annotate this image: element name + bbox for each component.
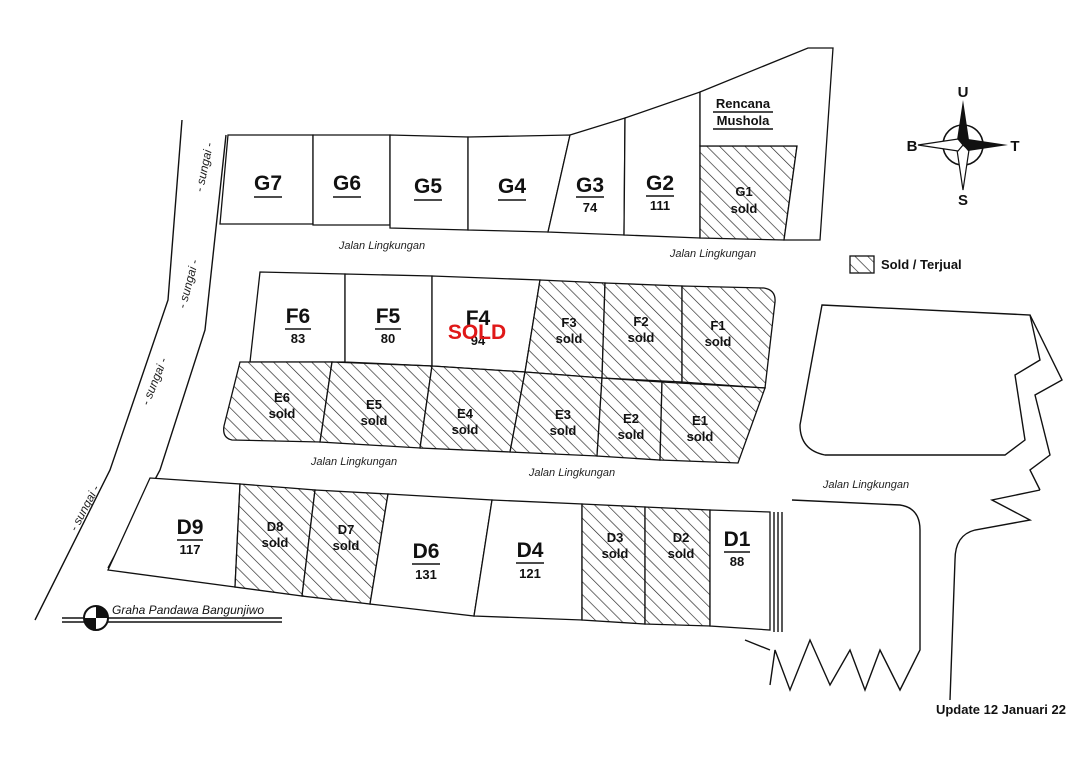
plot-label-F2: F2 — [633, 314, 648, 329]
plot-G2[interactable] — [623, 91, 701, 239]
compass-east: T — [1010, 138, 1019, 155]
mosque-plan-area — [699, 47, 834, 241]
plot-label-E2: E2 — [623, 411, 639, 426]
plot-status-E5: sold — [361, 413, 388, 428]
update-date: Update 12 Januari 22 — [936, 702, 1066, 717]
block-fe — [223, 271, 776, 464]
river-label: - sungai - — [175, 258, 201, 310]
river-label: - sungai - — [192, 141, 216, 193]
plot-E6[interactable] — [223, 361, 333, 443]
plot-size-G3: 74 — [583, 200, 598, 215]
plot-status-D3: sold — [602, 546, 629, 561]
road-label: Jalan Lingkungan — [669, 248, 756, 260]
plot-status-E4: sold — [452, 422, 479, 437]
plot-label-F5: F5 — [376, 305, 401, 328]
plot-label-D1: D1 — [724, 528, 751, 551]
plot-label-G7: G7 — [254, 172, 282, 195]
plot-label-E3: E3 — [555, 407, 571, 422]
plot-status-D8: sold — [262, 535, 289, 550]
plot-status-E2: sold — [618, 427, 645, 442]
compass-north: U — [958, 84, 969, 101]
plot-label-G6: G6 — [333, 172, 361, 195]
legend-label: Sold / Terjual — [881, 257, 962, 272]
plot-status-E3: sold — [550, 423, 577, 438]
plot-status-F1: sold — [705, 334, 732, 349]
river-label: - sungai - — [138, 356, 170, 408]
plot-size-D9: 117 — [180, 542, 201, 557]
plot-D9[interactable] — [107, 477, 241, 588]
plot-label-E1: E1 — [692, 413, 708, 428]
plot-status-F2: sold — [628, 330, 655, 345]
plot-size-D4: 121 — [519, 566, 541, 581]
block-g — [219, 47, 834, 241]
plot-D2[interactable] — [644, 506, 711, 627]
right-zigzag-top — [1029, 314, 1063, 491]
plot-label-F4: F4 — [466, 307, 491, 330]
plot-size-G2: 111 — [650, 198, 670, 213]
site-logo-icon — [62, 605, 282, 631]
plot-status-G1: sold — [731, 201, 758, 216]
plot-label-G4: G4 — [498, 175, 526, 198]
road-label: Jalan Lingkungan — [338, 240, 425, 252]
plot-size-F5: 80 — [381, 331, 395, 346]
river-bank-left — [34, 119, 183, 621]
road-label: Jalan Lingkungan — [528, 467, 615, 479]
plot-label-F6: F6 — [286, 305, 311, 328]
plot-label-D7: D7 — [338, 522, 355, 537]
plot-D1[interactable] — [709, 509, 771, 631]
plot-label-D6: D6 — [413, 540, 440, 563]
right-road-block — [799, 304, 1041, 456]
road-label: Jalan Lingkungan — [822, 479, 909, 491]
plot-label-F1: F1 — [710, 318, 725, 333]
plot-label-E4: E4 — [457, 406, 474, 421]
compass-south: S — [958, 192, 968, 209]
plot-F1[interactable] — [681, 285, 776, 389]
plot-label-G5: G5 — [414, 175, 442, 198]
plot-label-G2: G2 — [646, 172, 674, 195]
plot-size-F6: 83 — [291, 331, 305, 346]
plot-size-F4: 94 — [471, 333, 486, 348]
compass-west: B — [907, 138, 918, 155]
compass-icon: U S B T — [907, 84, 1020, 209]
plot-E1[interactable] — [659, 381, 766, 464]
plot-label-D2: D2 — [673, 530, 690, 545]
plot-status-D7: sold — [333, 538, 360, 553]
plot-status-E6: sold — [269, 406, 296, 421]
plot-label-D9: D9 — [177, 516, 204, 539]
legend-swatch — [849, 255, 875, 274]
plot-label-F3: F3 — [561, 315, 576, 330]
plot-label-D4: D4 — [517, 539, 544, 562]
plot-D3[interactable] — [581, 503, 646, 625]
block-d — [107, 477, 783, 632]
plot-label-G3: G3 — [576, 174, 604, 197]
plot-label-E6: E6 — [274, 390, 290, 405]
plot-label-E5: E5 — [366, 397, 382, 412]
lower-right-zigzag — [949, 489, 1041, 701]
plot-label-G1: G1 — [735, 184, 752, 199]
plot-status-D2: sold — [668, 546, 695, 561]
plot-size-D1: 88 — [730, 554, 744, 569]
plot-status-F3: sold — [556, 331, 583, 346]
plot-size-D6: 131 — [415, 567, 437, 582]
lower-right-block — [769, 499, 921, 692]
road-label: Jalan Lingkungan — [310, 456, 397, 468]
plot-label-D3: D3 — [607, 530, 624, 545]
mosque-plan-line2: Mushola — [717, 113, 770, 128]
plot-status-E1: sold — [687, 429, 714, 444]
sold-stamp: SOLD — [448, 321, 506, 344]
river-label: - sungai - — [67, 483, 103, 534]
plot-label-D8: D8 — [267, 519, 284, 534]
site-name: Graha Pandawa Bangunjiwo — [112, 603, 264, 617]
left-bottom-road — [744, 639, 771, 651]
mosque-plan-line1: Rencana — [716, 96, 771, 111]
